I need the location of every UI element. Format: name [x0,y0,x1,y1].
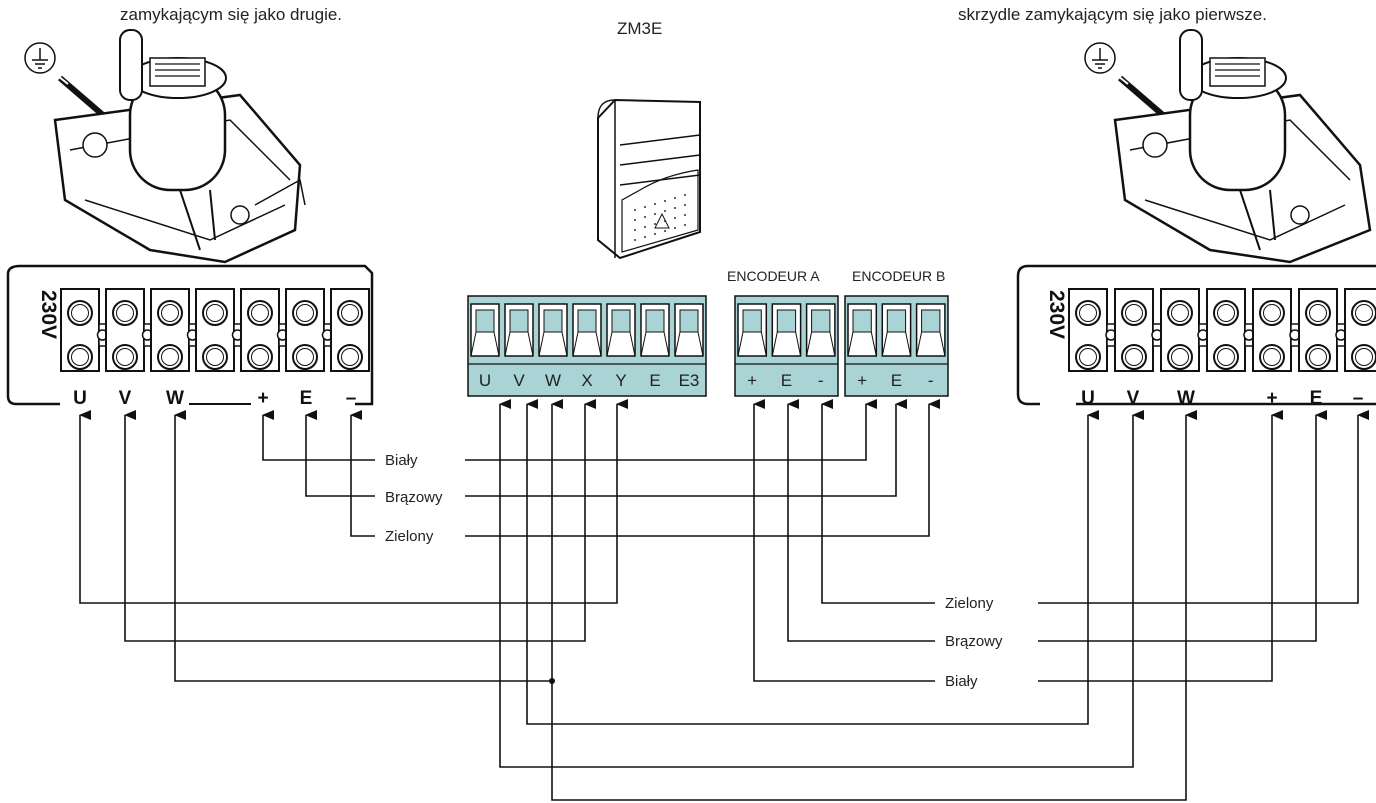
controller-terminal-cell [538,303,568,357]
wire-right-w [551,399,1197,801]
left-terminal-post [60,288,100,372]
left-voltage-label: 230V [37,290,60,339]
encoder-b-terminal-label: E [891,371,902,390]
wire-left-brown [306,404,896,497]
right-voltage-label: 230V [1045,290,1068,339]
encoder-a-terminal-cell [771,303,802,357]
control-box-icon [597,98,701,260]
wire-left-w [174,410,552,682]
wire-right-v [499,399,1144,768]
wire-right-brown [788,404,1316,642]
encoder-a-terminal-label: - [818,371,824,390]
encoder-b-terminal-label: - [928,371,934,390]
wire-left-v [124,399,596,642]
left-terminal-label: + [257,388,268,409]
encoder-a-terminal-label: E [781,371,792,390]
right-terminal-post [1068,288,1108,372]
right-terminal-label: + [1266,388,1277,409]
controller-terminal-cell [606,303,636,357]
controller-main-terminal-block: U V W X Y E E3 [467,295,707,397]
controller-terminal-label: E [649,371,660,390]
encoder-a-terminal-label: + [747,371,757,390]
right-terminal-post [1160,288,1200,372]
encoder-b-terminal-block: + E - [844,295,949,397]
controller-terminal-label: V [513,371,525,390]
right-terminal-label: W [1177,388,1195,409]
left-terminal-label: W [166,388,184,409]
left-terminal-post [195,288,235,372]
left-terminal-label: U [73,388,87,409]
wire-right-u [526,399,1099,725]
right-terminal-label: E [1310,388,1323,409]
wire-label-bialy-left: Biały [385,452,418,469]
left-terminal-post [105,288,145,372]
left-terminal-label: – [346,388,357,409]
left-gate-motor-icon [24,29,306,264]
right-motor-caption: skrzydle zamykającym się jako pierwsze. [958,5,1267,24]
left-terminal-post [330,288,370,372]
controller-terminal-cell [674,303,704,357]
left-terminal-post [150,288,190,372]
controller-terminal-label: E3 [679,371,700,390]
encoder-b-terminal-label: + [857,371,867,390]
right-motor-terminal-block: 230V U V W + E – [1016,264,1376,409]
wire-label-bialy-right: Biały [945,673,978,690]
encoder-b-terminal-cell [915,303,946,357]
wire-label-zielony-right: Zielony [945,595,994,612]
right-terminal-label: – [1353,388,1364,409]
left-terminal-label: V [119,388,132,409]
controller-terminal-label: X [581,371,592,390]
right-terminal-label: V [1127,388,1140,409]
controller-terminal-cell [640,303,670,357]
controller-terminal-label: Y [615,371,626,390]
left-motor-caption: zamykającym się jako drugie. [120,5,342,24]
encoder-b-title: ENCODEUR B [852,268,945,284]
wire-label-brazowy-right: Brązowy [945,633,1003,650]
right-terminal-post [1344,288,1376,372]
left-terminal-post [240,288,280,372]
wire-left-green [351,404,929,537]
right-terminal-post [1206,288,1246,372]
controller-terminal-label: W [545,371,561,390]
wires [79,399,1358,801]
encoder-a-title: ENCODEUR A [727,268,820,284]
right-terminal-post [1298,288,1338,372]
controller-terminal-cell [572,303,602,357]
encoder-a-terminal-cell [805,303,836,357]
encoder-b-terminal-cell [847,303,878,357]
wire-label-brazowy-left: Brązowy [385,489,443,506]
encoder-a-terminal-block: + E - [734,295,839,397]
controller-terminal-cell [470,303,500,357]
right-terminal-post [1252,288,1292,372]
right-terminal-post [1114,288,1154,372]
controller-terminal-cell [504,303,534,357]
encoder-a-terminal-cell [737,303,768,357]
wire-left-white [263,404,866,461]
wire-label-zielony-left: Zielony [385,528,434,545]
left-motor-terminal-block: 230V U V W + E – [6,264,374,409]
wire-right-green [822,404,1358,604]
right-gate-motor-icon [1084,29,1372,264]
left-terminal-label: E [300,388,313,409]
right-terminal-label: U [1081,388,1095,409]
wire-left-u [79,399,628,604]
controller-title: ZM3E [617,19,662,38]
controller-terminal-label: U [479,371,491,390]
encoder-b-terminal-cell [881,303,912,357]
wire-right-white [754,404,1272,682]
left-terminal-post [285,288,325,372]
